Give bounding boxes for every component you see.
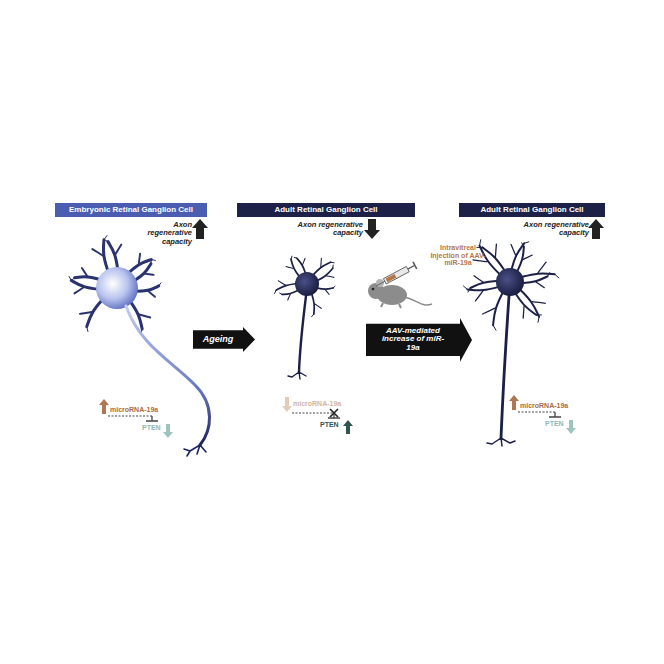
header-box: Embryonic Retinal Ganglion Cell xyxy=(55,203,207,217)
axon xyxy=(501,296,509,438)
header-box: Adult Retinal Ganglion Cell xyxy=(459,203,605,217)
up-arrow xyxy=(192,219,208,239)
axon-terminal xyxy=(487,438,515,446)
capacity-label: Axon regenerative capacity xyxy=(519,221,589,238)
mirna-label: microRNA-19a xyxy=(293,400,353,408)
header-box: Adult Retinal Ganglion Cell xyxy=(237,203,415,217)
axon xyxy=(126,306,210,445)
axon-terminal xyxy=(184,445,206,456)
ganglion-cell xyxy=(69,236,161,334)
axon-terminal xyxy=(288,372,306,379)
gene-label: PTEN xyxy=(545,420,575,428)
arrow-label: AAV-mediated increase of miR-19a xyxy=(377,327,449,353)
mirna-label: microRNA-19a xyxy=(520,402,580,410)
process-arrow: Ageing xyxy=(193,327,255,352)
mirna-pten-pathway xyxy=(282,397,353,434)
process-arrow: AAV-mediated increase of miR-19a xyxy=(366,318,472,362)
header-text: Adult Retinal Ganglion Cell xyxy=(480,206,583,215)
gene-label: PTEN xyxy=(320,421,350,429)
header-text: Embryonic Retinal Ganglion Cell xyxy=(69,206,193,215)
capacity-label: Axon regenerative capacity xyxy=(297,221,363,238)
up-arrow xyxy=(588,219,604,239)
mirna-pten-pathway xyxy=(99,399,173,438)
mouse-injection xyxy=(368,262,432,308)
capacity-label: Axon regenerative capacity xyxy=(128,221,192,246)
header-text: Adult Retinal Ganglion Cell xyxy=(274,206,377,215)
gene-label: PTEN xyxy=(142,424,172,432)
mirna-pten-pathway xyxy=(509,395,576,434)
down-arrow xyxy=(364,219,380,239)
arrow-label: Ageing xyxy=(203,335,234,345)
injection-label: Intravitreal Injection of AAV-miR-19a xyxy=(427,244,489,267)
axon xyxy=(299,296,306,372)
mirna-label: microRNA-19a xyxy=(110,406,170,414)
